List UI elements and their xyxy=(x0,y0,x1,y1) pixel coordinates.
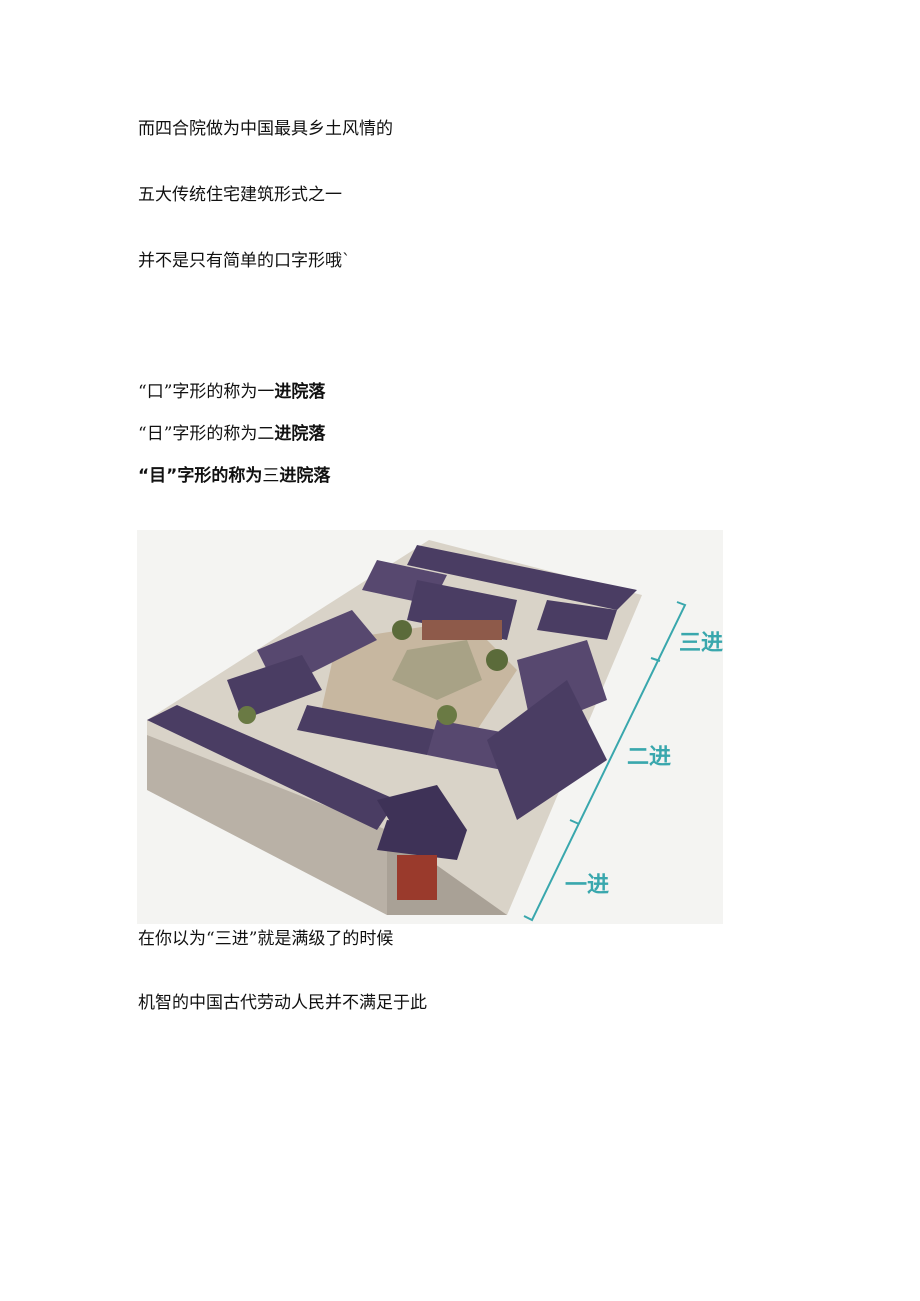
courtyard-number: 三 xyxy=(262,466,280,486)
middle-roof xyxy=(297,705,437,755)
tree xyxy=(238,706,256,724)
paragraph-4: 在你以为“三进”就是满级了的时候 xyxy=(138,929,394,949)
label-second-courtyard: 二进 xyxy=(627,745,671,770)
courtyard-line-2: “日”字形的称为二进院落 xyxy=(138,423,325,445)
courtyard-prefix: “目”字形的称为 xyxy=(138,466,263,486)
paragraph-5: 机智的中国古代劳动人民并不满足于此 xyxy=(138,993,427,1013)
tree xyxy=(437,705,457,725)
courtyard-line-1: “口”字形的称为一进院落 xyxy=(138,381,325,403)
dimension-bracket xyxy=(523,601,687,922)
courtyard-prefix: “日”字形的称为 xyxy=(138,424,258,444)
siheyuan-illustration: 三进 二进 一进 xyxy=(137,530,723,924)
rear-roof xyxy=(407,545,637,610)
label-first-courtyard: 一进 xyxy=(565,873,609,898)
courtyard-number: 一 xyxy=(257,382,275,402)
right-front-roof xyxy=(487,680,607,820)
paragraph-1: 而四合院做为中国最具乡土风情的 xyxy=(138,119,393,139)
courtyard-prefix: “口”字形的称为 xyxy=(138,382,258,402)
courtyard-suffix: 进院落 xyxy=(279,466,331,486)
gate-door xyxy=(397,855,437,900)
gate-roof xyxy=(377,820,467,860)
courtyard-line-3: “目”字形的称为三进院落 xyxy=(138,465,330,487)
tree xyxy=(486,649,508,671)
front-roof xyxy=(147,705,397,830)
siheyuan-drawing: 三进 二进 一进 xyxy=(147,540,723,922)
paragraph-2: 五大传统住宅建筑形式之一 xyxy=(138,185,342,205)
bracket-tick xyxy=(650,657,661,662)
label-third-courtyard: 三进 xyxy=(679,631,723,656)
courtyard-suffix: 进院落 xyxy=(274,424,326,444)
courtyard-suffix: 进院落 xyxy=(274,382,326,402)
main-hall-wall xyxy=(422,620,502,640)
west-wing-roof-2 xyxy=(227,655,322,720)
outer-wall-front xyxy=(147,735,387,915)
bracket-tick xyxy=(569,819,580,825)
tree xyxy=(392,620,412,640)
right-wing-roof xyxy=(537,600,617,640)
inner-courtyard xyxy=(392,640,482,700)
courtyard-number: 二 xyxy=(257,424,275,444)
paragraph-3: 并不是只有简单的口字形哦` xyxy=(138,251,351,271)
